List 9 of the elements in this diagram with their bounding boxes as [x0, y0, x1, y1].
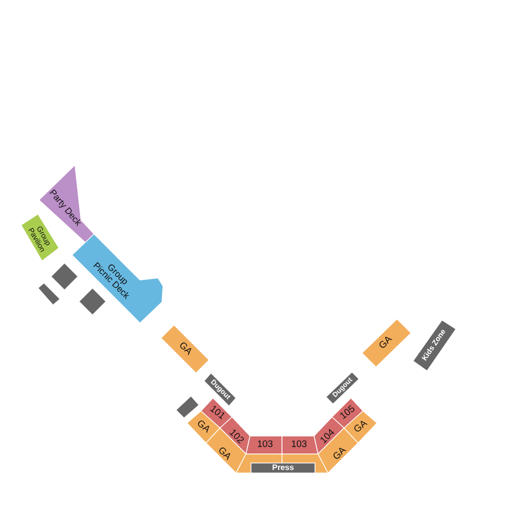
section-label: 103 — [291, 440, 307, 450]
section-label: 104 — [318, 428, 338, 446]
section-label: 102 — [226, 428, 246, 446]
section-label: GA — [216, 446, 232, 462]
section-label: GA — [332, 446, 348, 462]
section-label: Press — [272, 464, 294, 472]
section-label: GA — [176, 340, 194, 358]
section-label: GA — [378, 334, 394, 352]
section-label: 103 — [257, 440, 273, 450]
